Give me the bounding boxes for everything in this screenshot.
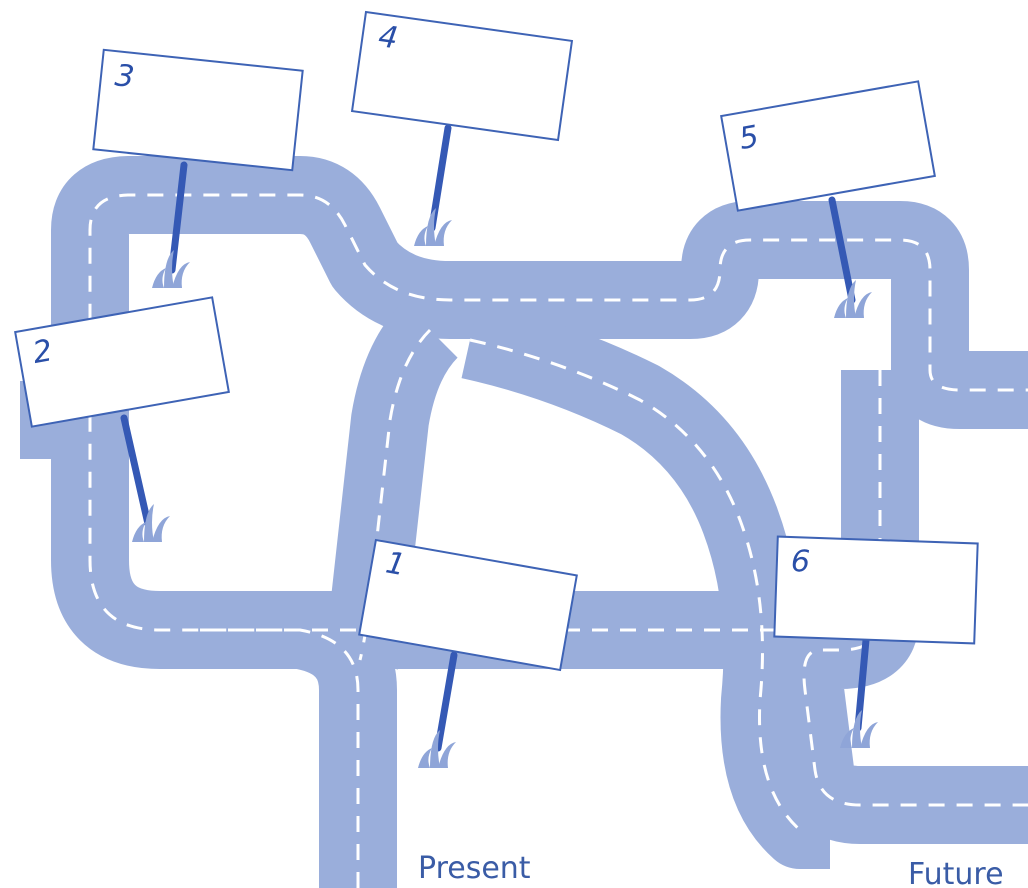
grass-icon: [152, 250, 190, 288]
sign-5: 5: [721, 81, 935, 210]
sign-6: 6: [774, 537, 977, 644]
sign-number: 6: [790, 544, 810, 580]
future-label: Future: [908, 857, 1004, 888]
grass-icon: [418, 730, 456, 768]
sign-4: 4: [352, 12, 572, 140]
sign-2: 2: [15, 297, 229, 426]
grass-icon: [414, 208, 452, 246]
present-label: Present: [418, 851, 531, 886]
grass-icon: [132, 504, 170, 542]
sign-3: 3: [93, 50, 302, 170]
sign-number: 3: [113, 58, 136, 95]
grass-icon: [834, 280, 872, 318]
